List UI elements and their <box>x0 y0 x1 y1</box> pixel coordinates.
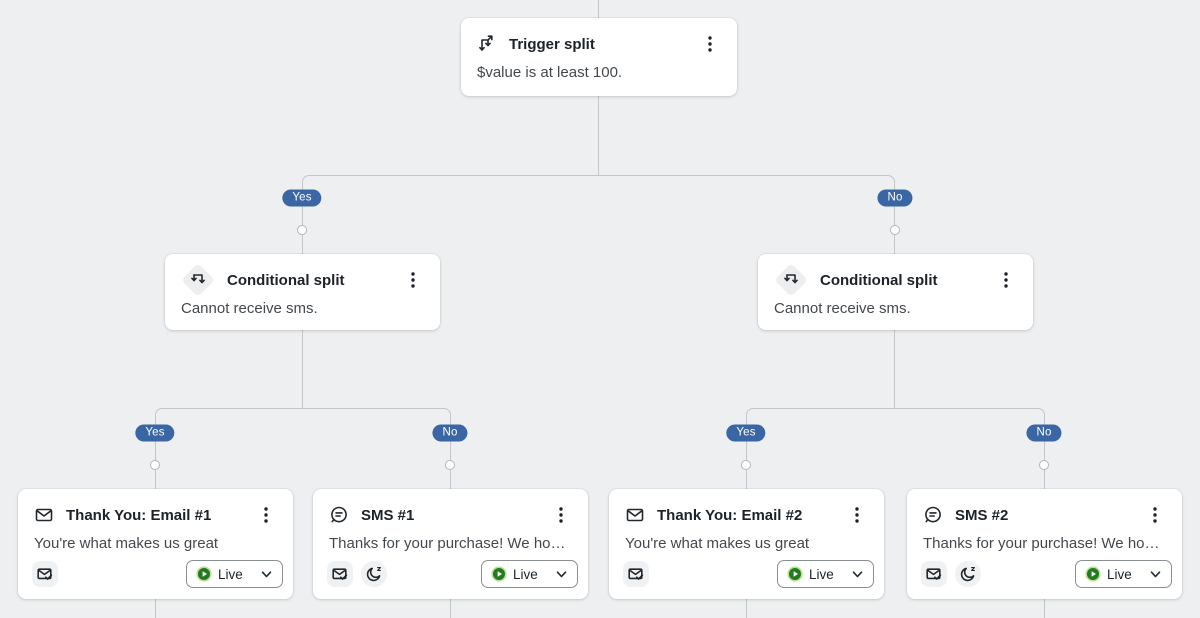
chevron-down-icon <box>1150 570 1161 577</box>
email-icon <box>625 505 645 525</box>
conditional-split-icon <box>774 263 808 297</box>
trigger-split-card[interactable]: Trigger split $value is at least 100. <box>461 18 737 96</box>
card-title: SMS #2 <box>955 506 1009 524</box>
status-label: Live <box>218 566 243 582</box>
chevron-down-icon <box>852 570 863 577</box>
sms-icon <box>329 505 349 525</box>
connector-line <box>598 96 599 176</box>
connector-node[interactable] <box>890 225 900 235</box>
branch-label-yes: Yes <box>282 189 322 207</box>
card-header: SMS #1 <box>313 489 588 526</box>
kebab-menu-icon[interactable] <box>699 33 721 55</box>
sms-action-card-1[interactable]: SMS #1 Thanks for your purchase! We hope… <box>313 489 588 599</box>
live-play-icon <box>196 566 212 582</box>
live-play-icon <box>787 566 803 582</box>
quiet-hours-icon <box>955 561 981 587</box>
kebab-menu-icon[interactable] <box>550 504 572 526</box>
email-action-card-2[interactable]: Thank You: Email #2 You're what makes us… <box>609 489 884 599</box>
card-footer: Live <box>32 560 283 588</box>
sms-icon <box>923 505 943 525</box>
email-icon <box>34 505 54 525</box>
connector-branch <box>155 408 451 489</box>
card-header: Thank You: Email #1 <box>18 489 293 526</box>
branch-label-no: No <box>432 424 468 442</box>
smart-sending-icon <box>32 561 58 587</box>
live-play-icon <box>1085 566 1101 582</box>
connector-line <box>1044 599 1045 618</box>
smart-sending-icon <box>327 561 353 587</box>
connector-line <box>598 0 599 18</box>
branch-label-no: No <box>877 189 913 207</box>
connector-line <box>450 599 451 618</box>
card-description: $value is at least 100. <box>477 64 623 81</box>
card-title: Trigger split <box>509 35 595 53</box>
card-header: Conditional split <box>165 254 440 297</box>
card-header: SMS #2 <box>907 489 1182 526</box>
chevron-down-icon <box>261 570 272 577</box>
connector-node[interactable] <box>1039 460 1049 470</box>
live-play-icon <box>491 566 507 582</box>
conditional-split-card-right[interactable]: Conditional split Cannot receive sms. <box>758 254 1033 330</box>
kebab-menu-icon[interactable] <box>846 504 868 526</box>
card-header: Thank You: Email #2 <box>609 489 884 526</box>
smart-sending-icon <box>623 561 649 587</box>
status-label: Live <box>513 566 538 582</box>
conditional-split-card-left[interactable]: Conditional split Cannot receive sms. <box>165 254 440 330</box>
status-dropdown[interactable]: Live <box>777 560 874 588</box>
chevron-down-icon <box>556 570 567 577</box>
connector-line <box>894 330 895 409</box>
card-header: Conditional split <box>758 254 1033 297</box>
card-title: Conditional split <box>227 271 345 289</box>
conditional-split-icon <box>181 263 215 297</box>
status-dropdown[interactable]: Live <box>1075 560 1172 588</box>
connector-node[interactable] <box>445 460 455 470</box>
kebab-menu-icon[interactable] <box>1144 504 1166 526</box>
card-description: You're what makes us great <box>625 535 810 552</box>
card-description: Thanks for your purchase! We hope that .… <box>329 535 588 552</box>
trigger-split-icon <box>477 34 497 54</box>
quiet-hours-icon <box>361 561 387 587</box>
status-label: Live <box>809 566 834 582</box>
status-dropdown[interactable]: Live <box>186 560 283 588</box>
connector-line <box>746 599 747 618</box>
connector-branch <box>746 408 1045 489</box>
card-title: Conditional split <box>820 271 938 289</box>
branch-label-yes: Yes <box>135 424 175 442</box>
connector-node[interactable] <box>297 225 307 235</box>
card-description: You're what makes us great <box>34 535 219 552</box>
status-dropdown[interactable]: Live <box>481 560 578 588</box>
card-title: SMS #1 <box>361 506 415 524</box>
email-action-card-1[interactable]: Thank You: Email #1 You're what makes us… <box>18 489 293 599</box>
card-title: Thank You: Email #1 <box>66 506 212 524</box>
connector-node[interactable] <box>741 460 751 470</box>
sms-action-card-2[interactable]: SMS #2 Thanks for your purchase! We hope… <box>907 489 1182 599</box>
kebab-menu-icon[interactable] <box>402 269 424 291</box>
card-title: Thank You: Email #2 <box>657 506 803 524</box>
card-footer: Live <box>921 560 1172 588</box>
connector-node[interactable] <box>150 460 160 470</box>
branch-label-yes: Yes <box>726 424 766 442</box>
card-footer: Live <box>623 560 874 588</box>
connector-line <box>302 330 303 409</box>
kebab-menu-icon[interactable] <box>995 269 1017 291</box>
card-footer: Live <box>327 560 578 588</box>
status-label: Live <box>1107 566 1132 582</box>
card-description: Thanks for your purchase! We hope that .… <box>923 535 1182 552</box>
branch-label-no: No <box>1026 424 1062 442</box>
smart-sending-icon <box>921 561 947 587</box>
connector-line <box>155 599 156 618</box>
card-header: Trigger split <box>461 18 737 55</box>
kebab-menu-icon[interactable] <box>255 504 277 526</box>
connector-branch <box>302 175 895 254</box>
